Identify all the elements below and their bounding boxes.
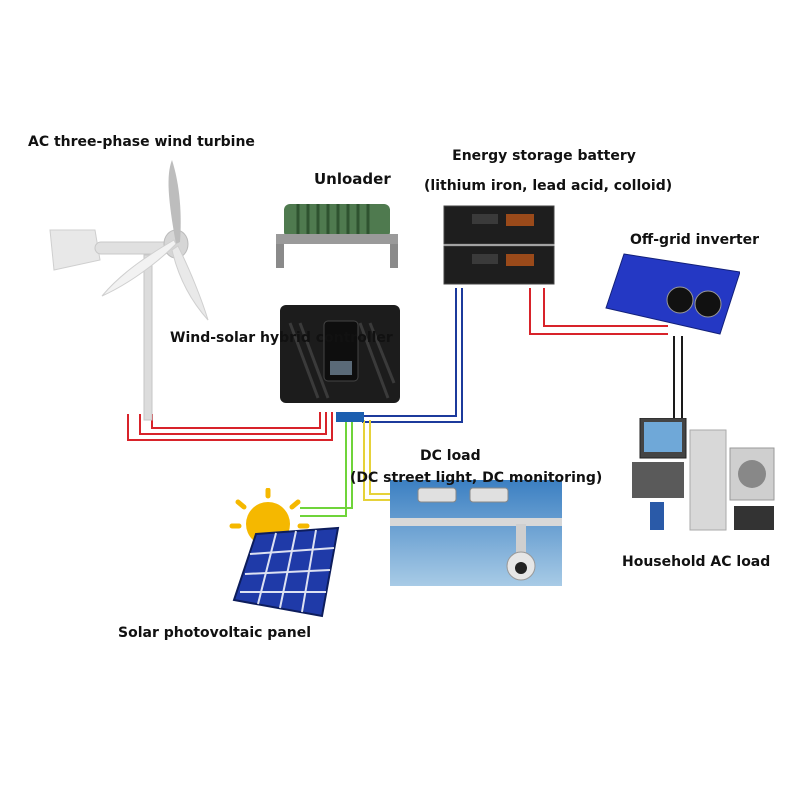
wind-turbine-icon xyxy=(49,160,209,421)
inverter-dc-wires xyxy=(529,288,668,335)
dc-load-label: DC load xyxy=(420,448,481,464)
ac-wind-wires xyxy=(127,412,333,441)
solar-panel-label: Solar photovoltaic panel xyxy=(118,625,312,641)
battery-rack-icon xyxy=(443,205,555,285)
controller-label: Wind-solar hybrid controller xyxy=(170,330,393,346)
inverter-icon xyxy=(605,253,740,335)
pv-wires xyxy=(300,420,353,517)
inverter-label: Off-grid inverter xyxy=(630,232,760,248)
controller-icon xyxy=(280,305,400,403)
street-camera-icon xyxy=(390,480,562,586)
solar-panel-icon xyxy=(229,488,340,618)
unloader-label: Unloader xyxy=(314,170,391,188)
resistor-unloader-icon xyxy=(276,204,398,268)
wind-turbine-label: AC three-phase wind turbine xyxy=(28,134,255,150)
battery-title-label: Energy storage battery xyxy=(452,148,636,164)
appliances-icon xyxy=(632,418,775,531)
ac-output-wires xyxy=(673,336,683,420)
dc-load-examples-label: (DC street light, DC monitoring) xyxy=(350,470,603,486)
battery-types-label: (lithium iron, lead acid, colloid) xyxy=(424,178,673,194)
terminal-block xyxy=(336,412,364,422)
battery-dc-wires xyxy=(362,288,463,423)
household-load-label: Household AC load xyxy=(622,554,771,570)
